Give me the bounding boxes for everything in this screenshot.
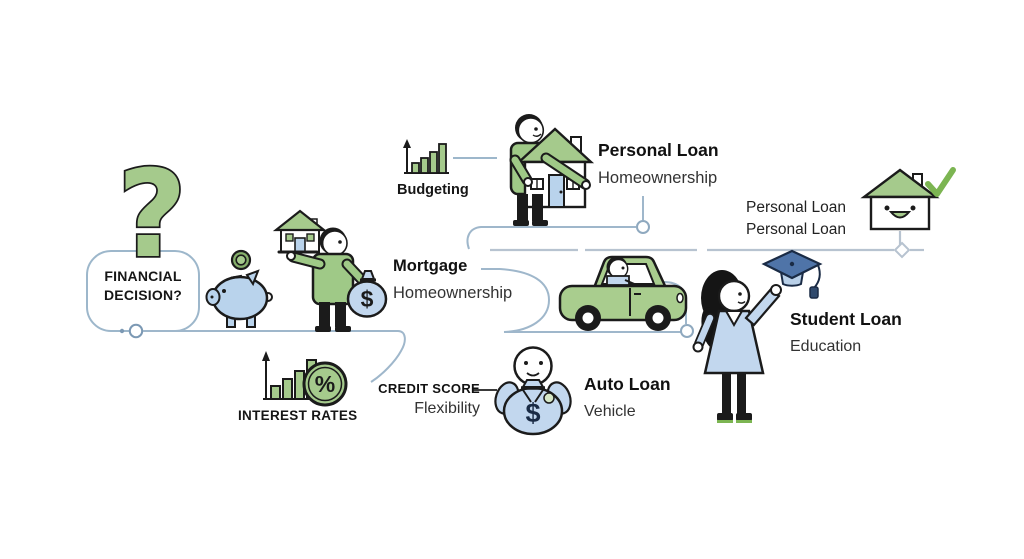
mortgage-subtitle: Homeownership	[393, 284, 513, 302]
question-mark-icon: ?	[117, 146, 187, 285]
credit-score-subtitle: Flexibility	[414, 400, 480, 417]
student-loan-title: Student Loan	[790, 309, 902, 329]
mortgage-title: Mortgage	[393, 257, 468, 275]
top-branch-ring	[636, 220, 650, 234]
mortgage-s-curve	[499, 268, 681, 333]
personal-loan-label: Personal Loan Homeownership	[598, 140, 719, 188]
dollar-sign: $	[361, 286, 374, 312]
budgeting-label: Budgeting	[397, 182, 469, 198]
coin-icon	[230, 249, 252, 271]
person-holding-house	[509, 114, 595, 226]
personal-loan-right-line2: Personal Loan	[746, 220, 846, 238]
student-loan-subtitle: Education	[790, 338, 862, 355]
bar-chart-up-icon	[403, 139, 449, 174]
dollar-sign: $	[525, 398, 540, 428]
interest-rates-label: INTEREST RATES	[238, 408, 358, 423]
car-with-driver	[558, 255, 688, 331]
credit-score-title: CREDIT SCORE	[378, 381, 480, 396]
personal-loan-subtitle: Homeownership	[598, 169, 718, 187]
check-mark-icon	[925, 167, 956, 197]
auto-loan-subtitle: Vehicle	[584, 403, 636, 420]
graduate-woman-with-cap	[692, 249, 823, 423]
path-start-ring	[128, 323, 144, 339]
smiley-house-icon	[860, 168, 940, 231]
credit-score-label: CREDIT SCORE Flexibility	[352, 381, 480, 418]
person-hugging-money-bag: $	[494, 346, 572, 436]
percent-sign: %	[315, 371, 335, 397]
personal-loan-right-line1: Personal Loan	[746, 199, 846, 216]
auto-loan-title: Auto Loan	[584, 374, 671, 394]
road-to-credit-score	[143, 330, 406, 383]
bar-chart-percent-icon: %	[262, 351, 348, 407]
top-branch-line	[466, 226, 636, 250]
auto-loan-label: Auto Loan Vehicle	[584, 374, 671, 421]
person-holding-house-and-money-bag: $	[272, 209, 388, 332]
path-start-dot	[119, 328, 125, 334]
path-diamond	[893, 241, 911, 259]
dashed-path-line	[490, 231, 924, 252]
financial-decision-line2: DECISION?	[103, 287, 183, 303]
financial-decision-label: FINANCIAL DECISION?	[87, 267, 199, 305]
student-loan-label: Student Loan Education	[790, 309, 902, 356]
personal-loan-title: Personal Loan	[598, 140, 719, 160]
financial-decision-line1: FINANCIAL	[104, 268, 182, 284]
personal-loan-right-label: Personal Loan Personal Loan	[700, 197, 846, 240]
mortgage-label: Mortgage Homeownership	[393, 257, 512, 303]
road-end-ring	[680, 324, 694, 338]
piggy-bank-icon	[205, 269, 273, 328]
